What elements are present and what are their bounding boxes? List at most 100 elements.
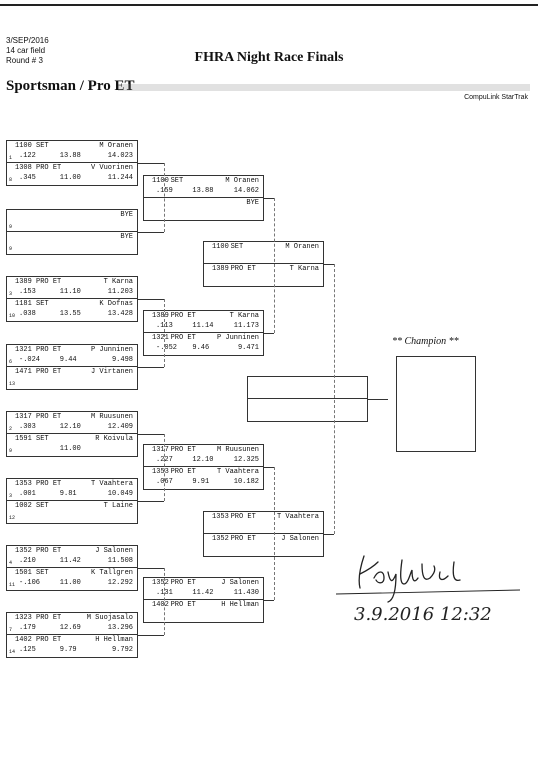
dial-in: 11.00: [59, 445, 81, 453]
entry-line-2: 13: [7, 377, 137, 387]
driver-name: T Vaahtera: [90, 480, 133, 488]
driver-name: J Salonen: [281, 535, 319, 543]
top-rule: [0, 4, 538, 6]
dial-in: 13.88: [192, 187, 214, 195]
reaction-time: .179: [19, 624, 36, 632]
car-class: PRO ET: [36, 278, 62, 286]
entry-slot[interactable]: [248, 399, 367, 421]
driver-name: V Vuorinen: [90, 164, 133, 172]
dashed-connector: [164, 434, 165, 501]
connector-line: [138, 232, 164, 233]
driver-name: K Dofnas: [99, 300, 133, 308]
dial-in: 11.42: [59, 557, 81, 565]
car-number: 1321: [152, 334, 169, 342]
entry-slot[interactable]: BYE: [144, 198, 263, 220]
entry-line-2: 12: [7, 511, 137, 521]
entry-slot[interactable]: [248, 377, 367, 399]
car-number: 1317: [152, 446, 169, 454]
car-class: PRO ET: [36, 614, 62, 622]
lane-number: 2: [9, 426, 13, 432]
page-title: FHRA Night Race Finals: [194, 50, 344, 65]
car-class: PRO ET: [230, 265, 256, 273]
car-class: PRO ET: [170, 468, 196, 476]
signature-note: 3.9.2016 12:32: [354, 604, 492, 625]
connector-line: [138, 568, 164, 569]
car-class: PRO ET: [36, 346, 62, 354]
entry-line-2: [248, 387, 367, 397]
dial-in: 9.81: [59, 490, 77, 498]
car-class: PRO ET: [170, 579, 196, 587]
car-number: 1591: [15, 435, 32, 443]
car-class: SET: [36, 435, 49, 443]
entry-line-2: [144, 208, 263, 218]
dial-in: 11.14: [192, 322, 214, 330]
car-class: PRO ET: [170, 601, 196, 609]
connector-line: [138, 299, 164, 300]
car-class: PRO ET: [36, 480, 62, 488]
elapsed-time: 12.292: [107, 579, 133, 587]
car-number: 1308: [15, 164, 32, 172]
driver-name: BYE: [120, 211, 133, 219]
event-date: 3/SEP/2016: [6, 36, 49, 45]
signature: 3.9.2016 12:32: [335, 555, 521, 625]
car-class: PRO ET: [36, 164, 62, 172]
entry-line-2: [204, 544, 323, 554]
lane-number: 4: [9, 560, 13, 566]
connector-line: [264, 600, 274, 601]
lane-number: 12: [9, 515, 16, 521]
reaction-time: .345: [19, 174, 36, 182]
dial-in: 11.00: [59, 174, 81, 182]
class-name: Sportsman / Pro ET: [6, 78, 135, 94]
entry-line-2: [204, 252, 323, 262]
driver-name: M Ruusunen: [216, 446, 259, 454]
entry-line-1: BYE: [7, 232, 137, 242]
driver-name: BYE: [246, 199, 259, 207]
dashed-connector: [164, 163, 165, 232]
